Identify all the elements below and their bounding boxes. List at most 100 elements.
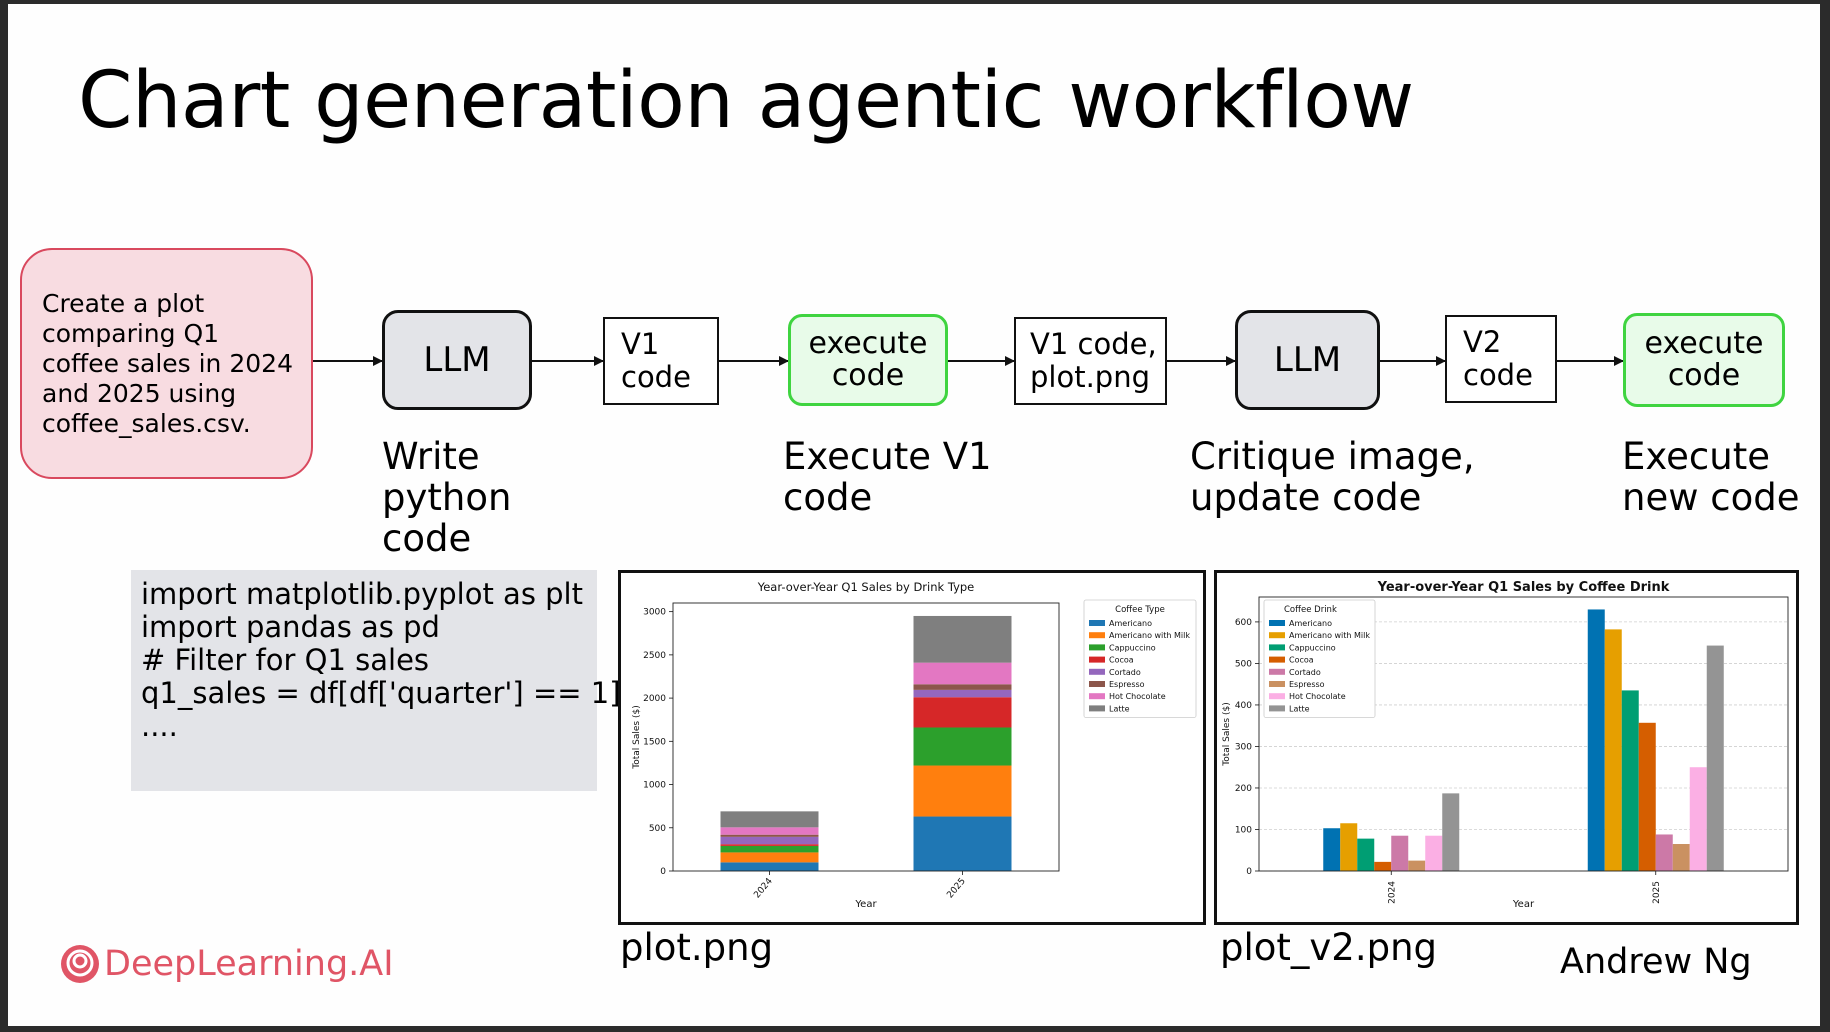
legend-swatch (1269, 632, 1285, 639)
bar-latte-2025 (1706, 645, 1724, 871)
code-line: # Filter for Q1 sales (141, 643, 430, 677)
legend-box (1263, 599, 1376, 718)
legend-swatch (1269, 620, 1285, 626)
y-tick-label: 500 (1235, 659, 1252, 669)
x-tick-label: 2025 (945, 877, 967, 901)
plot-area (1258, 596, 1789, 872)
bar-americano-with-milk-2024 (1340, 823, 1358, 871)
legend-label: Americano with Milk (1289, 631, 1370, 640)
bar-cocoa-2025 (913, 697, 1012, 728)
bar-cortado-2024 (1391, 835, 1409, 871)
bar-cappuccino-2024 (720, 845, 819, 853)
v1-code-label: V1 code (621, 327, 691, 394)
author-name: Andrew Ng (1560, 942, 1752, 982)
legend-swatch (1269, 705, 1285, 712)
bar-cappuccino-2025 (1621, 690, 1639, 871)
legend-label: Cocoa (1109, 656, 1134, 665)
plot-2-filename: plot_v2.png (1220, 926, 1438, 969)
bar-cocoa-2024 (720, 844, 819, 846)
bar-americano-2025 (913, 816, 1012, 871)
plot-2-frame: Year-over-Year Q1 Sales by Coffee Drink 2… (1214, 570, 1799, 925)
y-tick-label: 100 (1235, 825, 1252, 835)
llm-node-2: LLM (1235, 310, 1380, 410)
bar-americano-2024 (720, 862, 819, 871)
legend-swatch (1089, 656, 1105, 663)
y-tick-label: 1500 (643, 737, 666, 747)
bar-latte-2024 (1442, 793, 1460, 871)
v1-code-plot-label: V1 code, plot.png (1030, 327, 1157, 394)
plot-1-chart: Year-over-Year Q1 Sales by Drink Type 202… (632, 580, 1197, 910)
llm-node-1: LLM (382, 310, 532, 410)
legend-box (1083, 599, 1197, 718)
legend-swatch (1089, 620, 1105, 626)
x-tick-label: 2025 (1652, 881, 1662, 904)
legend-label: Americano (1289, 619, 1332, 628)
x-tick-label: 2024 (1387, 881, 1397, 904)
flow-arrows (313, 356, 1624, 366)
bar-americano-with-milk-2025 (1604, 629, 1622, 871)
legend-label: Cappuccino (1109, 643, 1156, 652)
code-line: import pandas as pd (141, 610, 440, 644)
y-tick-label: 0 (660, 867, 666, 877)
code-line: q1_sales = df[df['quarter'] == 1] (141, 676, 621, 710)
v2-code-node: V2 code (1445, 315, 1557, 403)
code-line: import matplotlib.pyplot as plt (141, 577, 583, 611)
bar-hot-chocolate-2024 (1425, 835, 1443, 871)
bar-espresso-2025 (1672, 844, 1690, 871)
x-axis-label: Year (1512, 899, 1535, 910)
plot-area (672, 602, 1060, 872)
legend-swatch (1089, 705, 1105, 712)
legend-label: Hot Chocolate (1289, 692, 1346, 701)
bar-cortado-2025 (1655, 834, 1673, 871)
brand-name: DeepLearning.AI (104, 944, 394, 984)
bar-hot-chocolate-2025 (913, 662, 1012, 685)
legend-swatch (1089, 632, 1105, 639)
y-tick-label: 200 (1235, 784, 1252, 794)
legend-label: Latte (1289, 704, 1310, 713)
llm-node-2-label: LLM (1273, 340, 1342, 380)
legend-swatch (1089, 681, 1105, 687)
legend-label: Cappuccino (1289, 643, 1336, 652)
prompt-box: Create a plot comparing Q1 coffee sales … (20, 248, 313, 479)
execute-node-1: execute code (788, 314, 948, 406)
plot-1-frame: Year-over-Year Q1 Sales by Drink Type 202… (618, 570, 1206, 925)
x-axis-label: Year (854, 899, 877, 910)
execute-node-2-label: execute code (1644, 326, 1764, 393)
legend-title: Coffee Type (1115, 605, 1165, 615)
code-snippet: import matplotlib.pyplot as plt import p… (131, 570, 621, 791)
y-tick-label: 3000 (643, 608, 666, 618)
legend-label: Americano with Milk (1109, 631, 1190, 640)
bar-espresso-2025 (913, 684, 1012, 690)
brand: DeepLearning.AI (60, 944, 394, 984)
legend-label: Cortado (1289, 668, 1321, 677)
bar-americano-with-milk-2024 (720, 852, 819, 863)
legend-label: Espresso (1289, 680, 1325, 689)
code-line: .... (141, 709, 178, 743)
legend-label: Latte (1109, 704, 1130, 713)
caption-execute-v1: Execute V1 code (783, 435, 992, 519)
bar-cappuccino-2025 (913, 727, 1012, 766)
v2-code-label: V2 code (1463, 325, 1533, 392)
legend-label: Hot Chocolate (1109, 692, 1166, 701)
y-tick-label: 300 (1235, 742, 1252, 752)
bar-hot-chocolate-2025 (1689, 767, 1707, 871)
y-tick-label: 1000 (643, 781, 666, 791)
bar-cocoa-2024 (1374, 861, 1392, 871)
caption-write-python: Write python code (382, 435, 512, 560)
legend-swatch (1269, 656, 1285, 663)
chart-title: Year-over-Year Q1 Sales by Coffee Drink (1377, 580, 1670, 595)
caption-critique: Critique image, update code (1190, 435, 1475, 519)
plot-1-filename: plot.png (620, 926, 774, 969)
bar-latte-2024 (720, 811, 819, 828)
v1-code-plot-node: V1 code, plot.png (1014, 317, 1167, 405)
x-tick-label: 2024 (752, 876, 775, 900)
bar-cappuccino-2024 (1357, 838, 1375, 871)
execute-node-2: execute code (1623, 313, 1785, 407)
chart-title: Year-over-Year Q1 Sales by Drink Type (757, 580, 975, 594)
legend-swatch (1269, 668, 1285, 675)
plot-2-chart: Year-over-Year Q1 Sales by Coffee Drink 2… (1222, 580, 1789, 910)
legend-label: Cortado (1109, 668, 1141, 677)
legend-swatch (1089, 668, 1105, 675)
execute-node-1-label: execute code (808, 326, 928, 393)
y-tick-label: 400 (1235, 701, 1252, 711)
